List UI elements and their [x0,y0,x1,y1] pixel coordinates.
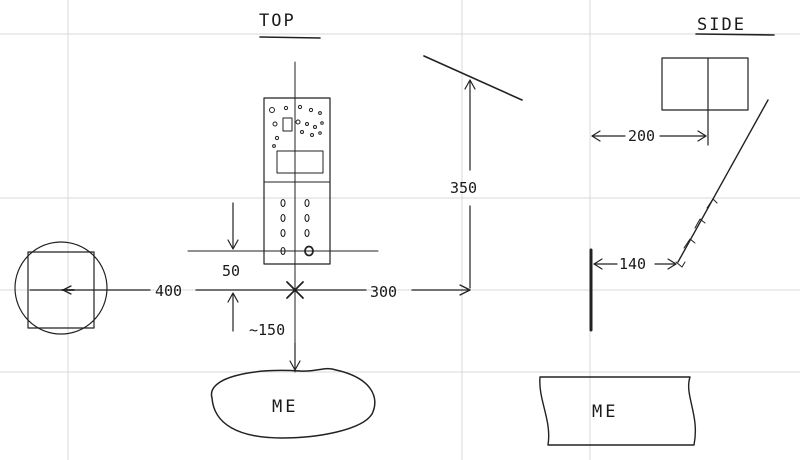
center-cross-marker [286,281,304,299]
offset-label: 50 [222,262,240,280]
side-view-title: SIDE [697,15,746,35]
button-tab [683,238,696,249]
key [318,111,322,115]
upper-distance-label: 200 [628,127,655,145]
title-underline [259,36,321,39]
key [318,131,322,135]
key [283,105,289,111]
key [297,104,303,110]
top-view-title: TOP [259,11,296,31]
keypad-key [304,228,310,238]
arrowhead [591,130,601,142]
depth-dimension: ~150 [249,321,301,371]
arrowhead [227,292,239,303]
key [282,117,293,132]
left-distance-label: 400 [155,282,182,300]
target-square [27,251,95,329]
arrowhead [667,258,677,270]
arrowhead [62,285,72,295]
key [272,121,278,127]
keypad-key [280,228,286,238]
viewer-blob [210,367,376,439]
phone-device [263,97,331,265]
keypad [280,198,314,257]
right-distance-label: 300 [370,283,397,301]
key [272,144,276,148]
small-keys-cluster [269,104,324,148]
viewer-banner [539,376,696,446]
side-target-box [661,57,749,111]
key [274,135,280,141]
viewer-top: ME [210,367,376,439]
phone-screen [276,150,324,174]
side-view: SIDE 200 140 ME [539,15,775,446]
slanted-plane [423,55,523,101]
keypad-key [280,198,286,208]
button-tab [675,261,686,268]
key [320,121,324,125]
tilted-phone [675,99,769,268]
key [300,130,304,134]
left-target [14,241,108,335]
tilted-phone-edge [677,99,769,263]
target-circle [14,241,108,335]
key [310,133,314,137]
viewer-label-side: ME [592,402,618,422]
top-view: TOP [14,11,523,439]
button-tab [694,218,706,229]
key [295,119,301,125]
viewer-label-top: ME [272,397,298,417]
key [308,107,314,113]
height-label: 350 [450,179,477,197]
title-underline [695,33,775,36]
arrowhead [593,258,603,270]
height-dimension: 350 [423,55,523,289]
lower-distance-label: 140 [619,255,646,273]
depth-label: ~150 [249,321,285,339]
key [313,125,317,129]
arrowhead [697,130,707,142]
key [305,122,309,126]
arrowhead [227,239,239,250]
keypad-key [304,213,310,223]
keypad-key [280,213,286,223]
viewer-side: ME [539,376,696,446]
key [269,107,275,113]
offset-dimension: 50 [222,202,240,332]
arrowhead [459,284,471,296]
phone-outline [263,97,331,265]
arrowhead [464,79,476,90]
button-tab [706,198,718,209]
keypad-key [304,198,310,208]
